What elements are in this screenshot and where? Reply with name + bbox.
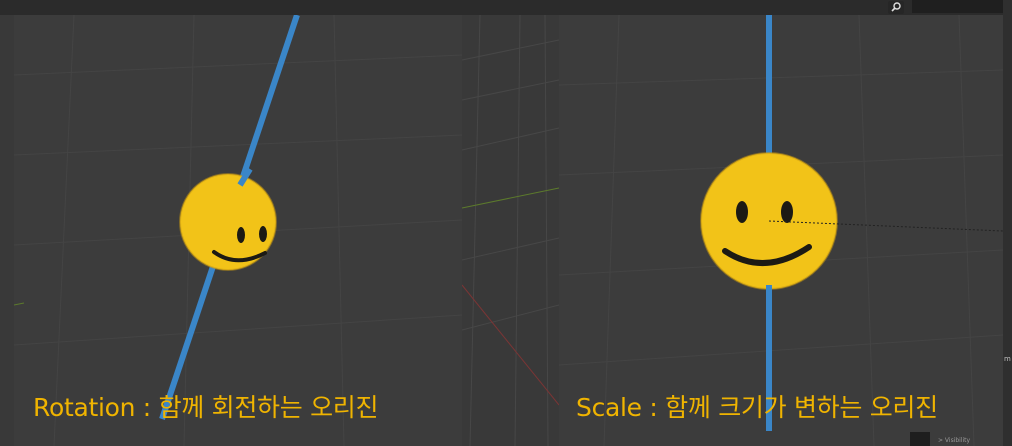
zoom-button[interactable] — [888, 1, 904, 14]
smiley-eye-left — [237, 227, 245, 243]
viewport-header — [0, 0, 1012, 15]
rotation-panel: Rotation : 함께 회전하는 오리진 — [14, 15, 462, 446]
visibility-label: > Visibility — [938, 437, 971, 444]
scale-panel: Scale : 함께 크기가 변하는 오리진 — [559, 15, 1003, 446]
smiley-eye-left — [736, 201, 748, 223]
pivot-guide-line — [768, 220, 1003, 232]
smiley-mouth — [212, 250, 267, 263]
edge-label-m: m — [1004, 355, 1011, 363]
outliner-block[interactable] — [910, 432, 930, 446]
scale-caption: Scale : 함께 크기가 변하는 오리진 — [576, 393, 938, 422]
properties-edge — [1003, 0, 1012, 446]
header-field[interactable] — [912, 0, 1012, 13]
rotation-caption: Rotation : 함께 회전하는 오리진 — [33, 393, 379, 422]
zoom-icon — [891, 2, 901, 12]
scale-viewport[interactable] — [559, 15, 1003, 446]
smiley-ball[interactable] — [179, 173, 277, 271]
smiley-eye-right — [781, 201, 793, 223]
smiley-mouth — [722, 244, 812, 266]
rotation-viewport[interactable] — [14, 15, 462, 446]
smiley-eye-right — [259, 226, 267, 242]
